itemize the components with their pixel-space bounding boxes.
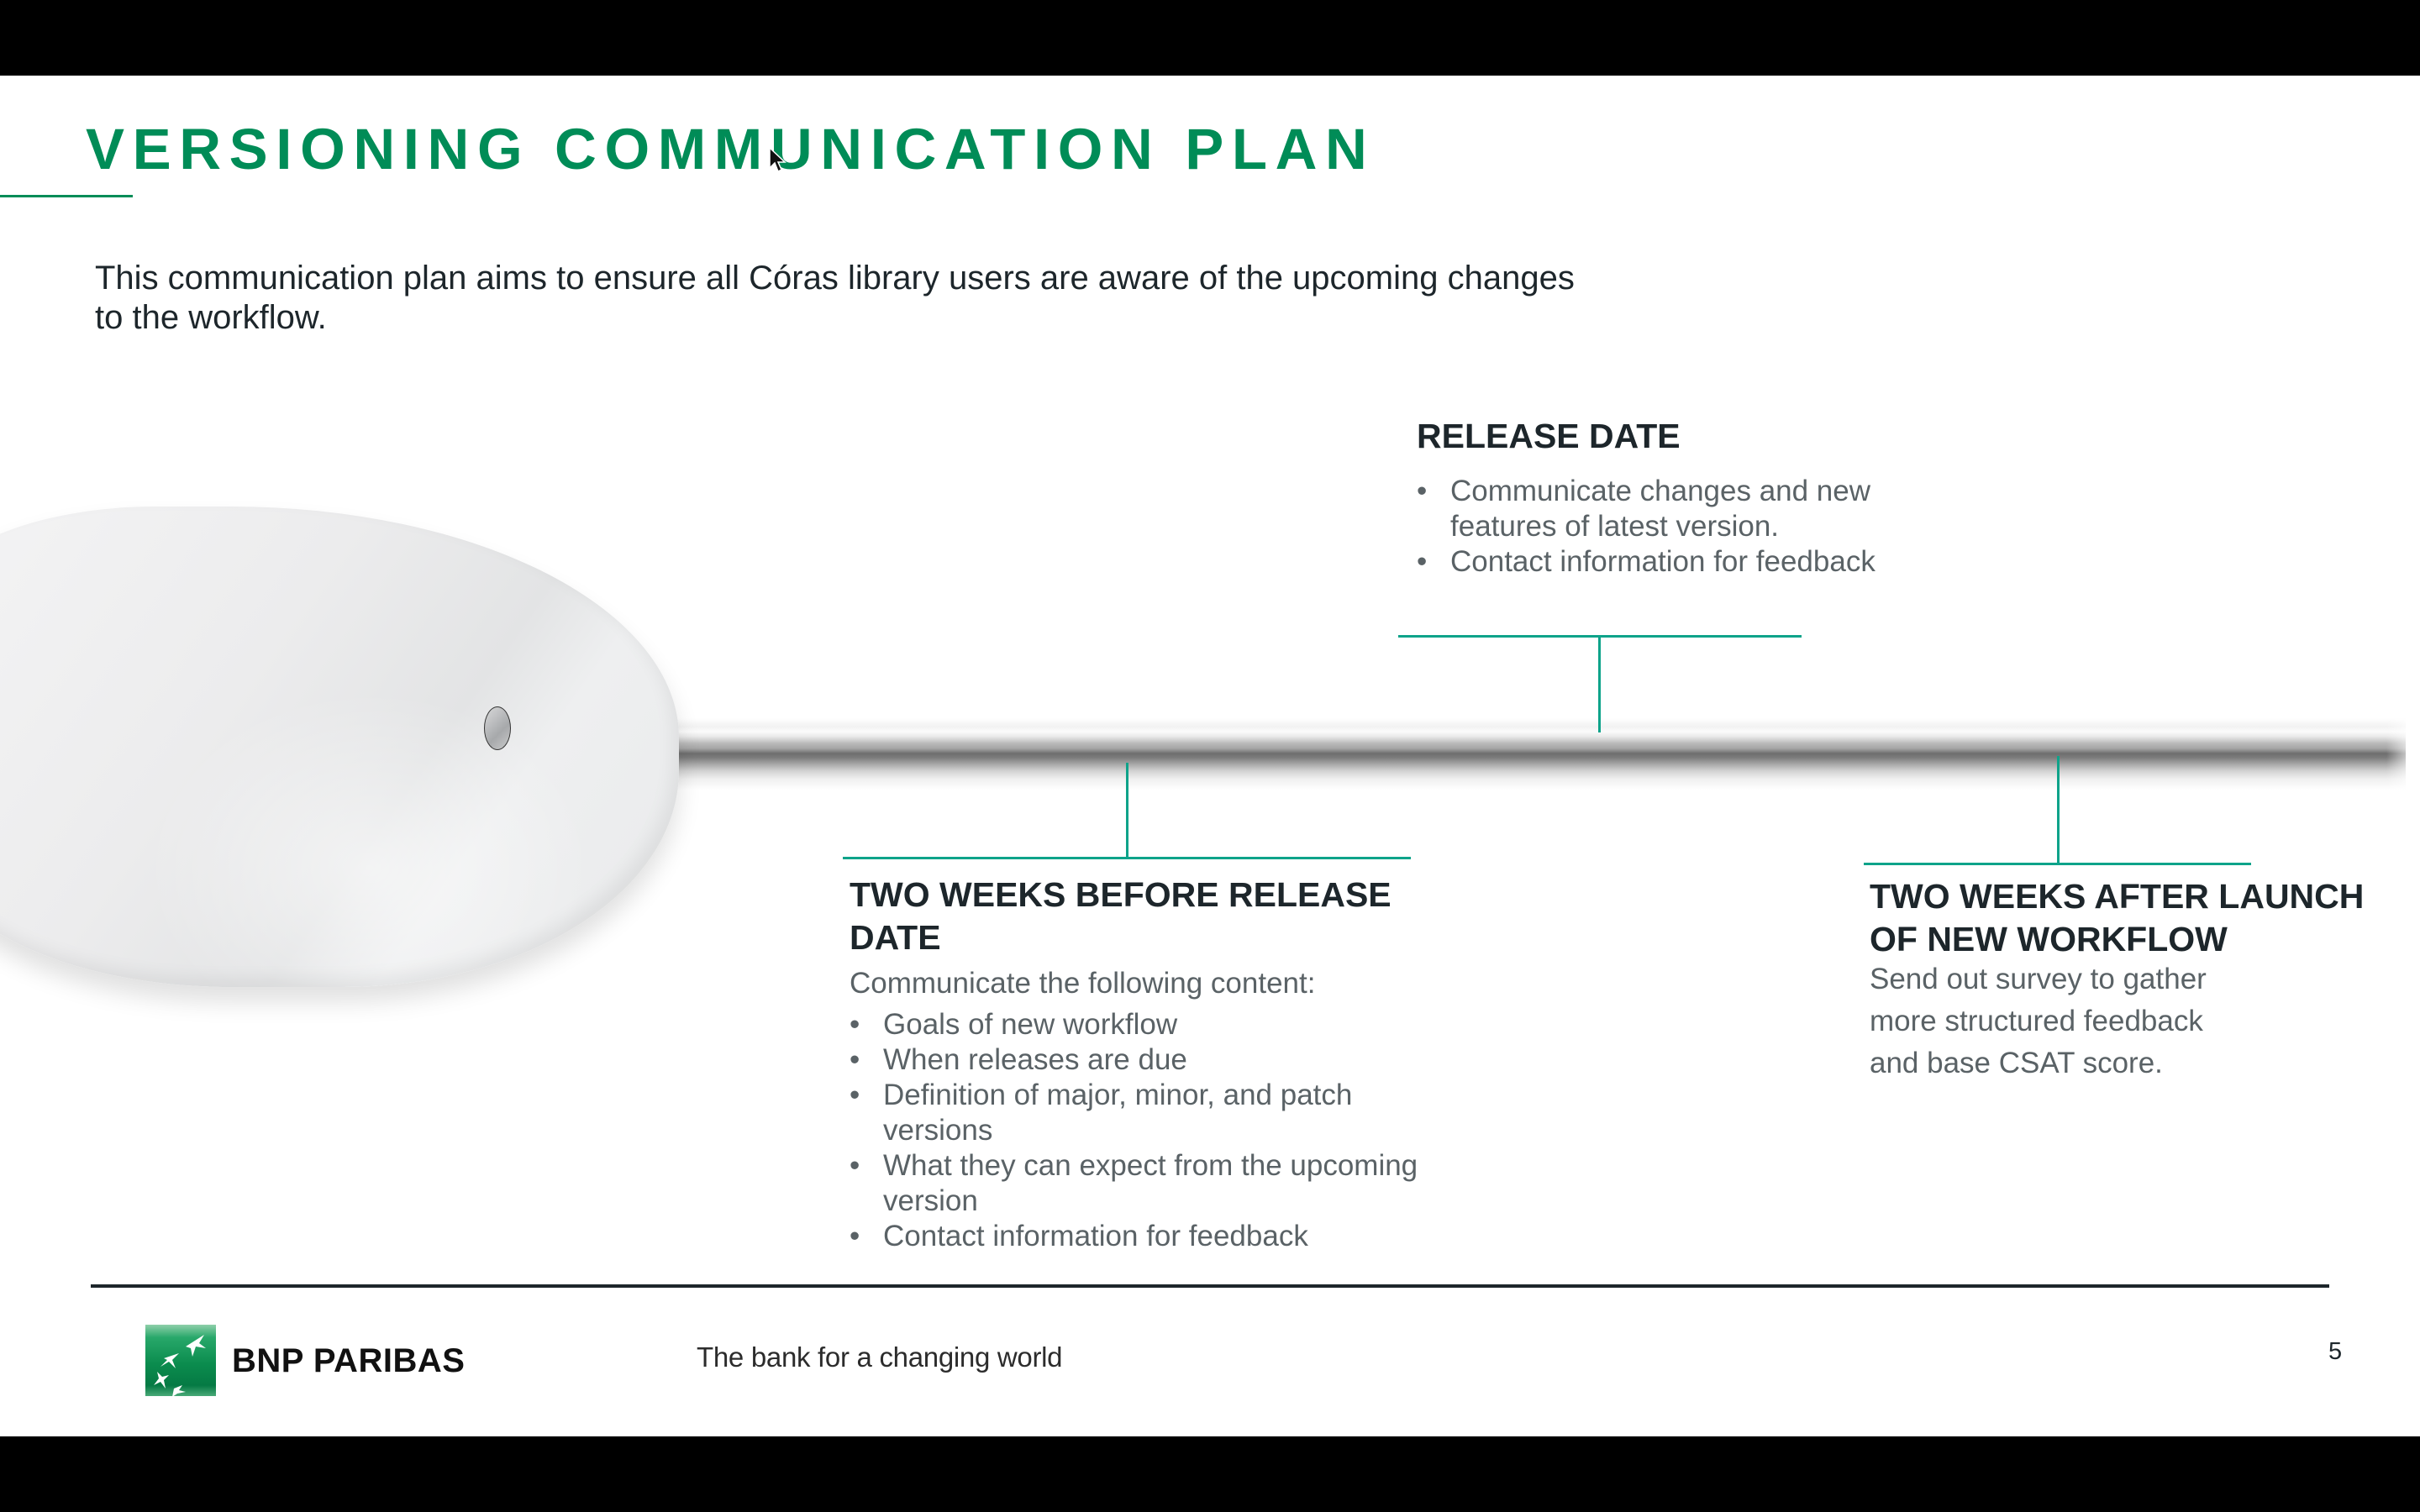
- bullet-icon: •: [850, 1043, 860, 1076]
- before-connector-horizontal: [843, 857, 1411, 859]
- release-date-connector-vertical: [1598, 635, 1601, 732]
- intro-paragraph: This communication plan aims to ensure a…: [95, 260, 1575, 336]
- milestone-heading: TWO WEEKS AFTER LAUNCH OF NEW WORKFLOW: [1870, 875, 2407, 961]
- brand-tagline: The bank for a changing world: [697, 1341, 1063, 1373]
- bullet-text: Contact information for feedback: [883, 1220, 1308, 1252]
- presentation-slide: VERSIONING COMMUNICATION PLAN This commu…: [0, 76, 2420, 1436]
- after-connector-vertical: [2057, 756, 2060, 864]
- bullet-item: • Contact information for feedback: [1417, 544, 1887, 580]
- milestone-bullet-list: • Communicate changes and new features o…: [1417, 474, 1887, 580]
- cable-fade: [2386, 718, 2420, 794]
- stars-birds-icon: [154, 1335, 206, 1396]
- milestone-two-weeks-after: TWO WEEKS AFTER LAUNCH OF NEW WORKFLOW S…: [1870, 875, 2407, 1084]
- slide-title: VERSIONING COMMUNICATION PLAN: [86, 117, 1376, 181]
- milestone-bullet-list: • Goals of new workflow • When releases …: [850, 1007, 1438, 1254]
- bullet-text: What they can expect from the upcoming v…: [883, 1149, 1418, 1217]
- bullet-text: Contact information for feedback: [1450, 545, 1876, 578]
- bullet-text: Communicate changes and new features of …: [1450, 475, 1871, 543]
- bullet-icon: •: [850, 1220, 860, 1252]
- milestone-heading: RELEASE DATE: [1417, 417, 1681, 455]
- after-connector-horizontal: [1864, 863, 2251, 865]
- bullet-icon: •: [850, 1079, 860, 1111]
- before-connector-vertical: [1126, 763, 1128, 858]
- milestone-release-date: RELEASE DATE • Communicate changes and n…: [1417, 415, 1887, 580]
- bullet-item: • When releases are due: [850, 1042, 1438, 1078]
- bullet-item: • Communicate changes and new features o…: [1417, 474, 1887, 544]
- bullet-item: • Contact information for feedback: [850, 1219, 1438, 1254]
- bullet-icon: •: [1417, 475, 1428, 507]
- body-line: and base CSAT score.: [1870, 1047, 2163, 1079]
- mouse-button-icon: [484, 706, 511, 750]
- timeline-cable: [664, 718, 2406, 794]
- mouse-pointer-icon: [769, 147, 786, 173]
- bullet-text: Goals of new workflow: [883, 1008, 1178, 1041]
- body-line: more structured feedback: [1870, 1005, 2203, 1037]
- bullet-text: When releases are due: [883, 1043, 1187, 1076]
- milestone-body: Send out survey to gather more structure…: [1870, 958, 2407, 1084]
- bullet-icon: •: [850, 1149, 860, 1182]
- milestone-two-weeks-before: TWO WEEKS BEFORE RELEASE DATE Communicat…: [850, 874, 1438, 1254]
- bottom-letterbox-bar: [0, 1436, 2420, 1512]
- milestone-heading: TWO WEEKS BEFORE RELEASE DATE: [850, 874, 1438, 959]
- body-line: Send out survey to gather: [1870, 963, 2207, 995]
- milestone-intro: Communicate the following content:: [850, 967, 1316, 1000]
- top-letterbox-bar: [0, 0, 2420, 76]
- footer-divider: [91, 1284, 2329, 1288]
- title-underline: [0, 195, 133, 197]
- bullet-icon: •: [1417, 545, 1428, 578]
- mouse-illustration: [0, 507, 679, 987]
- bnp-paribas-logo-icon: [145, 1325, 216, 1396]
- heading-line: DATE: [850, 918, 941, 957]
- page-number: 5: [2328, 1338, 2343, 1365]
- heading-line: TWO WEEKS AFTER LAUNCH: [1870, 877, 2365, 916]
- bullet-item: • Definition of major, minor, and patch …: [850, 1078, 1438, 1148]
- brand-name: BNP PARIBAS: [232, 1342, 466, 1379]
- heading-line: OF NEW WORKFLOW: [1870, 920, 2228, 958]
- bullet-text: Definition of major, minor, and patch ve…: [883, 1079, 1353, 1147]
- bullet-item: • What they can expect from the upcoming…: [850, 1148, 1438, 1219]
- heading-line: TWO WEEKS BEFORE RELEASE: [850, 875, 1392, 914]
- bullet-icon: •: [850, 1008, 860, 1041]
- bullet-item: • Goals of new workflow: [850, 1007, 1438, 1042]
